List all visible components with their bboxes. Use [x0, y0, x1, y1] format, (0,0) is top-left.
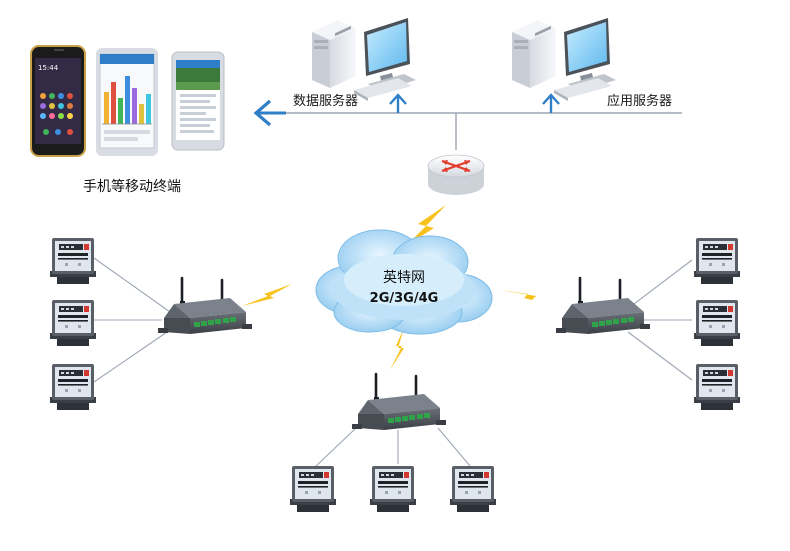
app-server-label: 应用服务器	[607, 93, 672, 109]
dtu-gateway-bottom	[350, 372, 448, 432]
up-arrow-icon	[542, 93, 560, 113]
smartphone-icon	[171, 51, 225, 151]
dtu-gateway-right	[554, 276, 652, 336]
network-name-label: 英特网	[383, 269, 425, 286]
lightning-bolt-icon	[500, 290, 556, 306]
electric-meter-icon	[50, 238, 96, 284]
electric-meter-icon	[694, 238, 740, 284]
electric-meter-icon	[450, 466, 496, 512]
meter-links	[93, 257, 693, 469]
electric-meter-icon	[694, 364, 740, 410]
mobile-terminals-label: 手机等移动终端	[83, 178, 181, 195]
lightning-bolt-icon	[242, 284, 292, 306]
smartphone-icon	[96, 48, 158, 156]
network-types-label: 2G/3G/4G	[370, 291, 439, 306]
electric-meter-icon	[370, 466, 416, 512]
left-arrow-icon	[253, 99, 286, 127]
top-bus	[270, 112, 682, 150]
internet-cloud-icon	[315, 229, 493, 335]
electric-meter-icon	[50, 364, 96, 410]
router-icon	[427, 154, 485, 195]
lightning-bolt-icon	[390, 328, 404, 370]
electric-meter-icon	[290, 466, 336, 512]
phone-clock: 15:44	[38, 64, 59, 72]
data-server-label: 数据服务器	[293, 93, 358, 109]
up-arrow-icon	[389, 93, 407, 113]
dtu-gateway-left	[156, 276, 254, 336]
electric-meter-icon	[50, 300, 96, 346]
electric-meter-icon	[694, 300, 740, 346]
app-server-icon	[512, 18, 616, 101]
data-server-icon	[312, 18, 416, 101]
smartphone-icon	[30, 45, 86, 157]
lightning-bolt-icon	[406, 205, 446, 246]
